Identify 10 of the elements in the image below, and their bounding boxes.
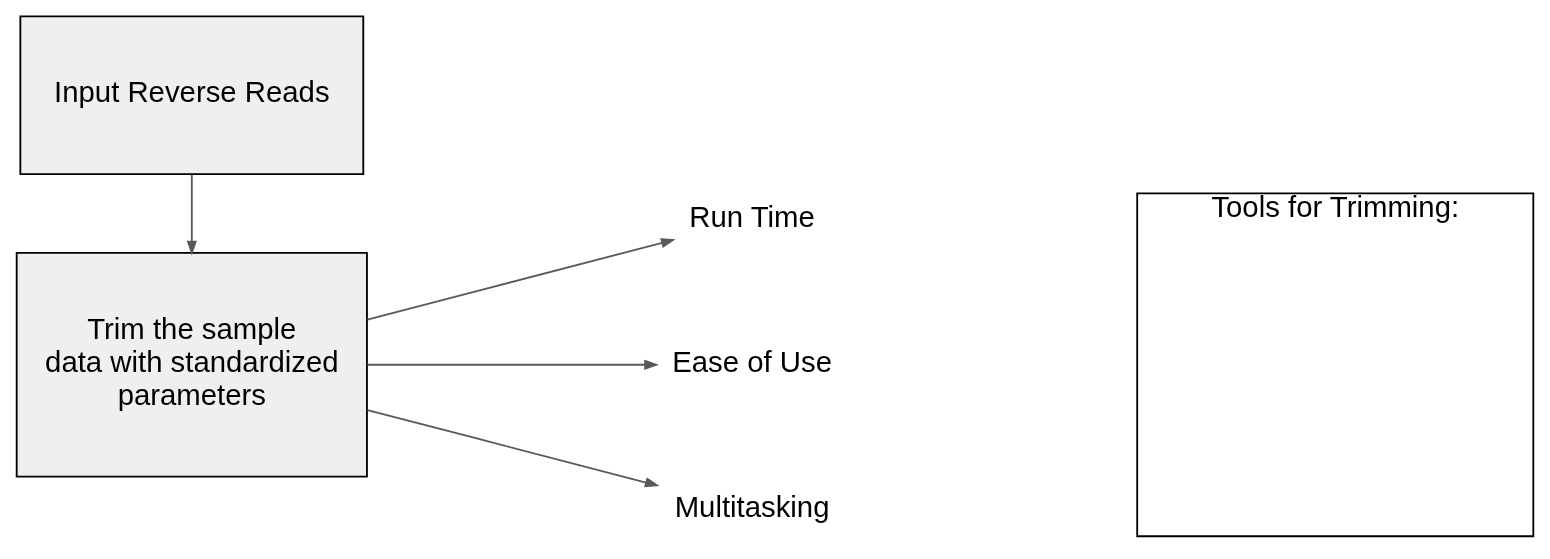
node-box: Trim the sample data with standardized parameters bbox=[15, 252, 368, 478]
node-box: Input Reverse Reads bbox=[19, 15, 365, 175]
node-text: Multitasking bbox=[674, 489, 830, 523]
node-box: Tools for Trimming: bbox=[1136, 192, 1535, 538]
arrow bbox=[186, 173, 197, 256]
arrow bbox=[366, 238, 676, 321]
node-text: Ease of Use bbox=[672, 344, 832, 378]
arrow bbox=[366, 409, 660, 488]
arrow bbox=[366, 359, 659, 370]
node-text: Run Time bbox=[689, 199, 815, 233]
